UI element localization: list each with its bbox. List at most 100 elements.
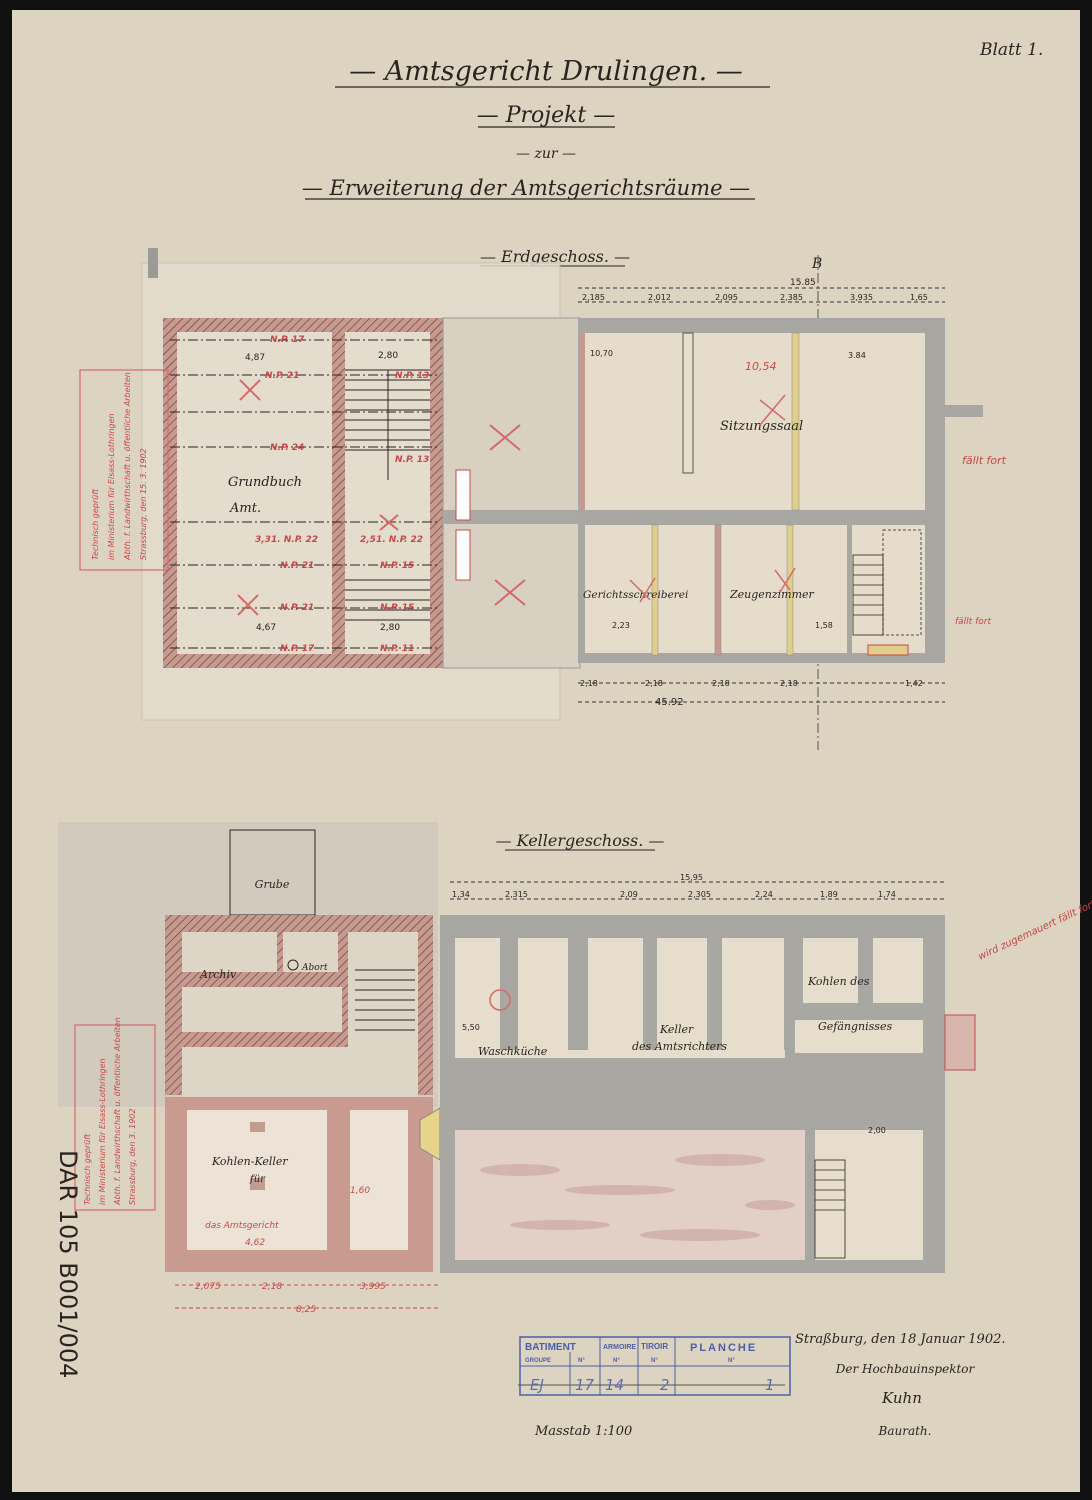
- archive-reference-text: DAR 105 B001/004: [54, 1150, 82, 1378]
- header-planche: PLANCHE: [690, 1342, 757, 1354]
- room-label-gerichtsschreiberei: Gerichtsschreiberei: [583, 589, 688, 601]
- dim-seg: 2,185: [582, 293, 605, 302]
- old-wing-dims: 4,87 2,80 4,67 2,80: [245, 351, 400, 633]
- archive-reference: DAR 105 B001/004: [54, 1150, 82, 1378]
- basement-new-wing: [440, 915, 945, 1273]
- level-mark: N.P. 17: [270, 335, 305, 345]
- room-label-grundbuch: Grundbuch: [228, 475, 302, 490]
- dim: 2,80: [380, 623, 400, 633]
- ground-floor-new-wing: [578, 318, 945, 663]
- room-label-kohlen-des: Kohlen des: [807, 975, 870, 988]
- room-label-gefaengnisses: Gefängnisses: [818, 1020, 892, 1033]
- level-mark: N.P. 15: [380, 561, 414, 571]
- dim: 15,95: [680, 873, 703, 882]
- dim: 2,18: [262, 1282, 282, 1292]
- room-label-grube: Grube: [255, 878, 290, 891]
- level-mark: N.P. 11: [380, 644, 414, 654]
- dim: 2,00: [868, 1126, 886, 1135]
- archive-table: BATIMENT GROUPE N° ARMOIRE N° TIROIR N° …: [518, 1336, 791, 1396]
- room-label-sitzungssaal: Sitzungssaal: [720, 419, 803, 434]
- header-tiroir: TIROIR: [641, 1342, 668, 1351]
- stamp-line: im Ministerium für Elsass-Lothringen: [107, 413, 116, 560]
- dim: 4,67: [256, 623, 276, 633]
- room-label-kohlenkeller: Kohlen-Keller: [211, 1155, 288, 1168]
- room-label-amt: Amt.: [229, 501, 261, 516]
- room-label-amtsgericht: das Amtsgericht: [205, 1221, 279, 1231]
- header-no: N°: [728, 1358, 735, 1364]
- new-wing-dims: 3.84 10,70 2,23 1,58: [590, 349, 866, 630]
- dim: 3.84: [848, 351, 866, 360]
- level-mark: N.P. 24: [270, 443, 304, 453]
- old-basement-dims: 1,60 4,62 2,075 2,18 3,995 8,25: [175, 1186, 440, 1315]
- dim: 5,50: [462, 1023, 480, 1032]
- dim: 2,315: [505, 890, 528, 899]
- dim: 2,09: [620, 890, 638, 899]
- header-no: N°: [651, 1358, 658, 1364]
- value-batiment: 17: [575, 1376, 595, 1394]
- signature: Kuhn: [881, 1389, 922, 1407]
- header-batiment: BATIMENT: [525, 1342, 576, 1353]
- dim-overall-top: 15.85: [790, 278, 816, 288]
- sheet-number: Blatt 1.: [979, 40, 1043, 60]
- dim: 2,305: [688, 890, 711, 899]
- note-faellt-fort-2: fällt fort: [955, 617, 991, 627]
- value-armoire: 14: [605, 1376, 624, 1394]
- stamp-line: Strassburg, den 3. 1902: [128, 1109, 137, 1206]
- dim-seg: 1,65: [910, 293, 928, 302]
- ground-floor-heading: — Erdgeschoss. —: [480, 247, 630, 266]
- dim-seg: 2,385: [780, 293, 803, 302]
- scale-label: Masstab 1:100: [534, 1424, 632, 1439]
- room-label-zeugenzimmer: Zeugenzimmer: [729, 588, 815, 601]
- value-planche: 1: [765, 1376, 775, 1394]
- header-no: N°: [578, 1358, 585, 1364]
- dim-seg: 2,18: [580, 679, 598, 688]
- title-line-3: — zur —: [516, 146, 576, 162]
- basement-heading: — Kellergeschoss. —: [496, 831, 665, 850]
- dim-room-width: 10,54: [745, 360, 777, 373]
- dim: 3,995: [360, 1282, 386, 1292]
- title-line-2: — Projekt —: [477, 103, 616, 128]
- dim-bottom-segments: 2,18 2,18 2,18 2,18 1,42 45.92: [578, 679, 945, 708]
- room-label-keller: Keller: [659, 1023, 694, 1036]
- deletion-marks: [237, 379, 399, 616]
- dim-seg: 2,18: [780, 679, 798, 688]
- dim: 4,87: [245, 353, 265, 363]
- dim-seg: 2,095: [715, 293, 738, 302]
- stamp-line: Technisch geprüft: [91, 488, 100, 560]
- level-mark: N.P. 21: [280, 603, 314, 613]
- level-annotations: N.P. 17 N.P. 21 N.P. 24 3,31. N.P. 22 N.…: [255, 335, 429, 654]
- dim: 2,24: [755, 890, 773, 899]
- signatory-title: Baurath.: [878, 1424, 932, 1438]
- dim: 1,58: [815, 621, 833, 630]
- room-label-waschkueche: Waschküche: [478, 1045, 548, 1058]
- level-mark: N.P. 21: [280, 561, 314, 571]
- room-label-fuer: für: [249, 1174, 266, 1185]
- dim: 1,34: [452, 890, 470, 899]
- approval-stamp-2: Technisch geprüft im Ministerium für Els…: [74, 1017, 156, 1211]
- dim-overall-bottom: 45.92: [655, 697, 684, 708]
- dim: 2,23: [612, 621, 630, 630]
- signatory-role: Der Hochbauinspektor: [835, 1362, 976, 1376]
- value-tiroir: 2: [660, 1376, 670, 1394]
- dim-seg: 2,18: [645, 679, 663, 688]
- level-mark: 2,51. N.P. 22: [360, 535, 423, 545]
- dim: 4,62: [245, 1238, 265, 1248]
- level-mark: N.P. 15: [380, 603, 414, 613]
- dim-top-segments: 2,185 2,012 2,095 2,385 3,935 1,65: [578, 293, 945, 303]
- dim: 2,075: [195, 1282, 221, 1292]
- room-label-archiv: Archiv: [199, 968, 237, 981]
- title-line-1: — Amtsgericht Drulingen. —: [349, 56, 743, 87]
- dim: 1,60: [350, 1186, 370, 1196]
- stamp-line: Abth. f. Landwirthschaft u. öffentliche …: [123, 372, 132, 561]
- room-label-abort: Abort: [301, 963, 328, 973]
- header-armoire: ARMOIRE: [603, 1344, 636, 1351]
- stamp-line: Abth. f. Landwirthschaft u. öffentliche …: [113, 1017, 122, 1206]
- note-faellt-fort-1: fällt fort: [962, 454, 1007, 467]
- stamp-line: im Ministerium für Elsass-Lothringen: [98, 1058, 107, 1205]
- dim: 1,74: [878, 890, 896, 899]
- level-mark: N.P. 17: [280, 644, 315, 654]
- dim: 8,25: [296, 1305, 316, 1315]
- dim-seg: 2,012: [648, 293, 671, 302]
